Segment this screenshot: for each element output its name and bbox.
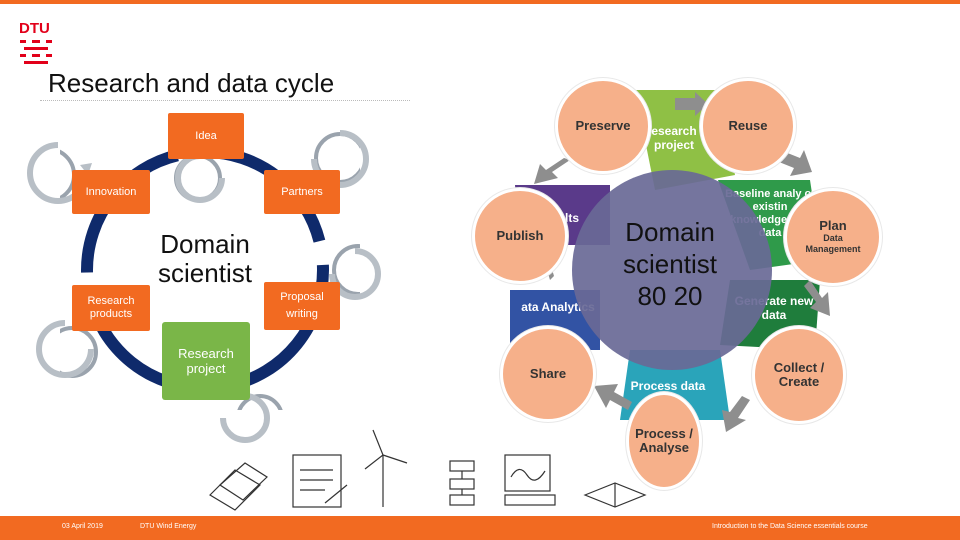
- proposal-writing-box: Proposal writing: [264, 282, 340, 330]
- partners-box: Partners: [264, 170, 340, 214]
- innovation-box: Innovation: [72, 170, 150, 214]
- research-illustrations: [205, 425, 665, 513]
- footer-org: DTU Wind Energy: [140, 523, 196, 530]
- plan-sublabel: Data Management: [800, 233, 866, 255]
- share-petal: Share: [500, 326, 596, 422]
- slide-title: Research and data cycle: [48, 68, 334, 99]
- plan-petal: Plan Data Management: [784, 188, 882, 286]
- cycle-arrow-icon: [170, 150, 230, 210]
- svg-text:DTU: DTU: [19, 20, 50, 37]
- collect-create-petal: Collect / Create: [752, 326, 846, 424]
- domain-scientist-label-left: Domain scientist: [140, 230, 270, 288]
- domain-scientist-title: Domain scientist: [600, 216, 740, 280]
- preserve-petal: Preserve: [555, 78, 651, 174]
- domain-scientist-label-right: Domain scientist 80 20: [600, 216, 740, 312]
- reuse-petal: Reuse: [700, 78, 796, 174]
- idea-box: Idea: [168, 113, 244, 159]
- top-accent-bar: [0, 0, 960, 4]
- plan-label: Plan: [819, 219, 846, 233]
- ratio-label: 80 20: [600, 280, 740, 312]
- research-project-box: Research project: [162, 322, 250, 400]
- dtu-logo: DTU: [18, 18, 54, 72]
- footer-date: 03 April 2019: [62, 523, 103, 530]
- title-divider: [40, 100, 410, 101]
- publish-petal: Publish: [472, 188, 568, 284]
- research-products-box: Research products: [72, 285, 150, 331]
- footer-course: Introduction to the Data Science essenti…: [712, 523, 868, 530]
